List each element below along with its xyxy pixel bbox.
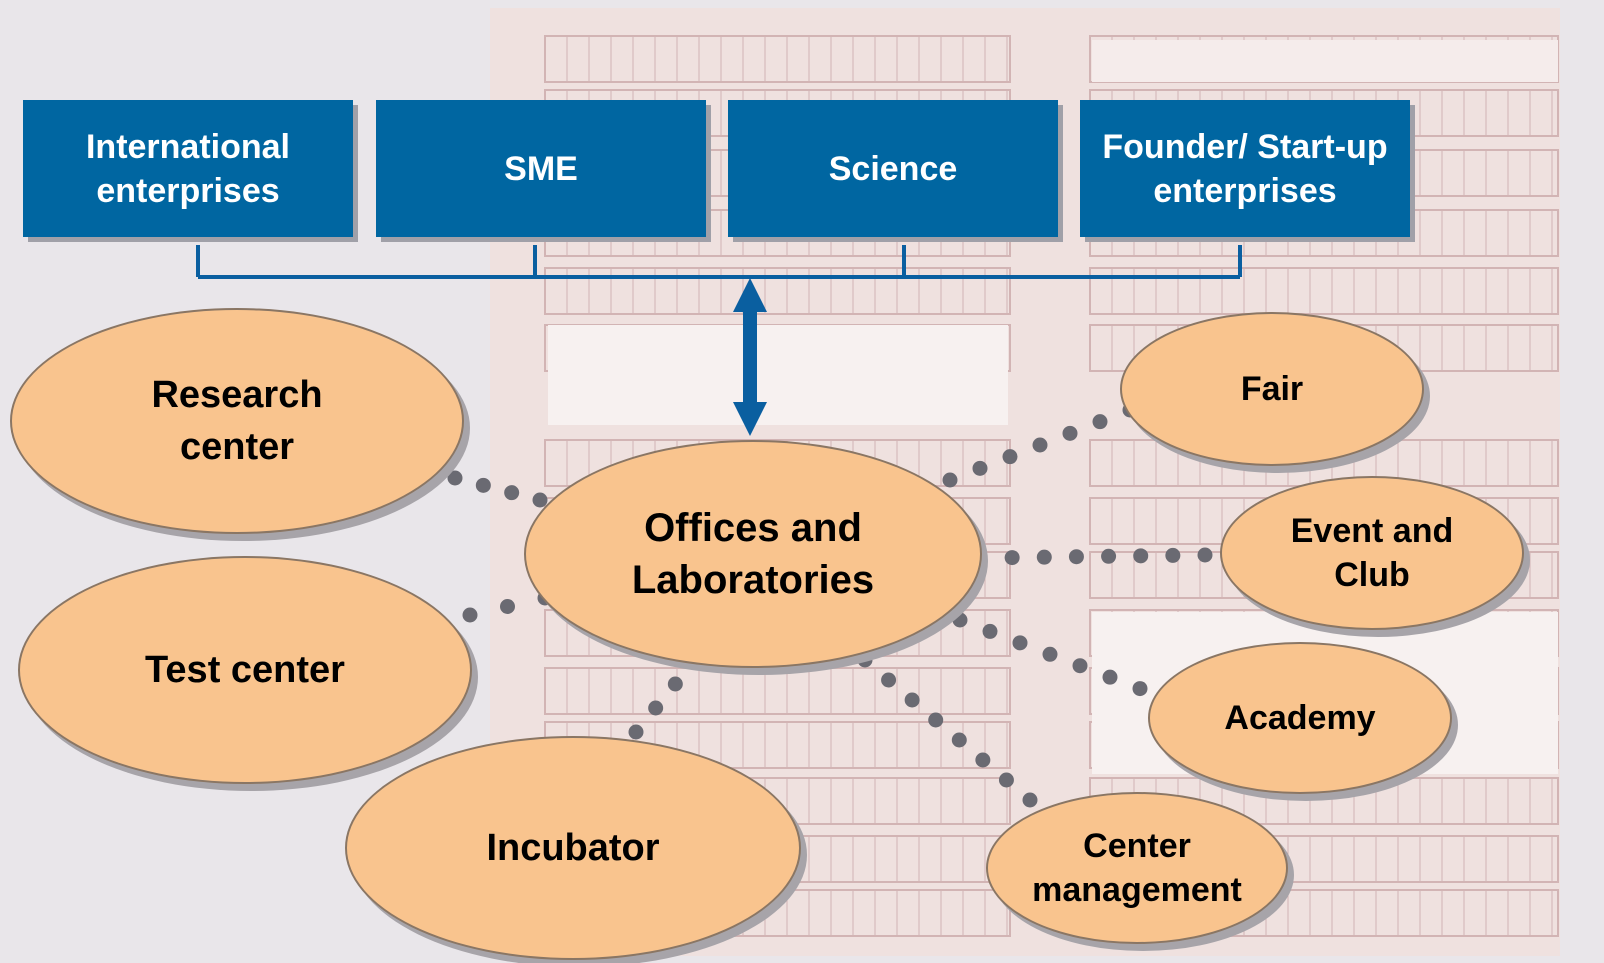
box-sme: SME <box>376 100 706 237</box>
node-event-and-club: Event and Club <box>1220 476 1524 630</box>
node-center-management: Center management <box>986 792 1288 944</box>
node-fair: Fair <box>1120 312 1424 466</box>
node-incubator: Incubator <box>345 736 801 960</box>
node-academy: Academy <box>1148 642 1452 794</box>
node-research-center: Research center <box>10 308 464 534</box>
node-test-center: Test center <box>18 556 472 784</box>
node-offices-and-laboratories: Offices and Laboratories <box>524 440 982 668</box>
box-science: Science <box>728 100 1058 237</box>
box-international-enterprises: International enterprises <box>23 100 353 237</box>
box-founder-startup: Founder/ Start-up enterprises <box>1080 100 1410 237</box>
